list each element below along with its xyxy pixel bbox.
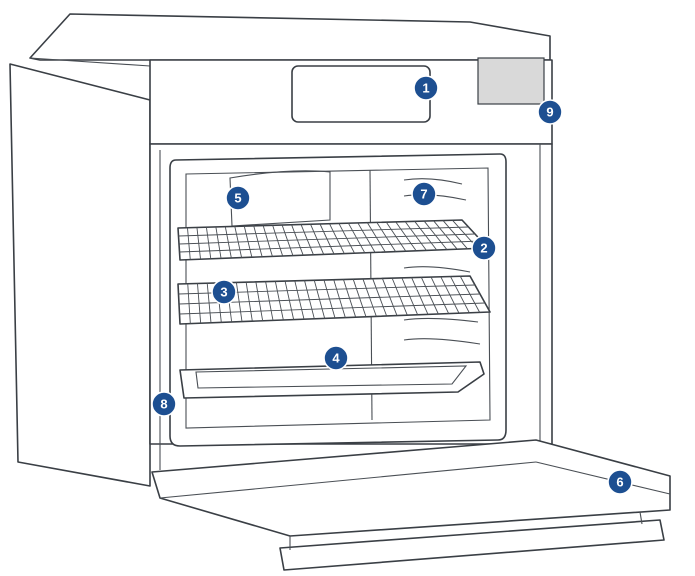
door-handle [279,519,665,571]
callout-6: 6 [607,469,633,495]
svg-text:7: 7 [420,187,427,202]
wire-rack-upper [177,219,489,261]
callout-8: 8 [151,391,177,417]
baking-tray [179,361,485,399]
callout-9: 9 [537,99,563,125]
svg-text:4: 4 [332,351,340,366]
wire-rack-lower [177,275,491,325]
control-panel [291,57,545,123]
svg-text:8: 8 [160,397,167,412]
oven-light [229,170,331,227]
oven-door [151,439,671,571]
callout-4: 4 [323,345,349,371]
svg-text:6: 6 [616,475,623,490]
rack-crossbar [178,226,469,237]
svg-text:1: 1 [422,81,429,96]
callout-7: 7 [411,181,437,207]
callout-1: 1 [413,75,439,101]
svg-text:9: 9 [546,105,553,120]
rack-crossbar [178,233,476,245]
rack-crossbar [179,302,486,315]
callout-5: 5 [225,185,251,211]
callout-3: 3 [211,279,237,305]
svg-text:2: 2 [480,241,487,256]
rack-crossbar [179,240,482,253]
svg-text:3: 3 [220,285,227,300]
display-window [291,65,431,123]
callouts: 1 2 3 4 5 6 7 8 [151,75,633,495]
callout-2: 2 [471,235,497,261]
control-knob-panel [477,57,545,105]
svg-text:5: 5 [234,191,241,206]
